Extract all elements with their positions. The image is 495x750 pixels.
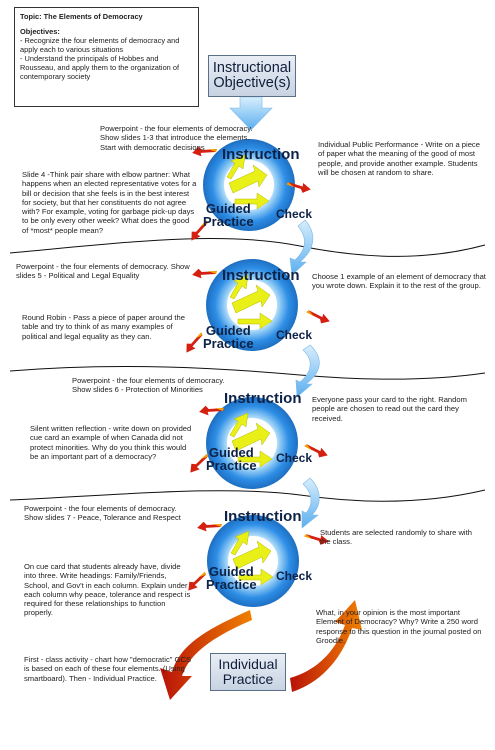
instructional-objectives-box: Instructional Objective(s) xyxy=(208,55,296,97)
section-divider-1 xyxy=(9,237,486,257)
practice-text: Practice xyxy=(206,576,257,592)
objective-item: - Recognize the four elements of democra… xyxy=(20,36,180,54)
instruction-label: Instruction xyxy=(224,390,302,407)
objectives-heading: Objectives: xyxy=(20,27,60,36)
check-label: Check xyxy=(276,207,313,221)
guided-practice-label: Guided Practice xyxy=(203,201,254,229)
individual-practice-line1: Individual xyxy=(218,656,278,672)
guided-practice-label: Guided Practice xyxy=(203,323,254,351)
check-label: Check xyxy=(276,569,313,583)
guided-note-3: Silent written reflection - write down o… xyxy=(30,424,192,461)
check-label: Check xyxy=(276,328,313,342)
instruction-label: Instruction xyxy=(222,146,300,163)
check-note-3: Everyone pass your card to the right. Ra… xyxy=(312,395,467,423)
down-arrow-objectives xyxy=(229,96,273,131)
guided-practice-label: Guided Practice xyxy=(206,445,257,473)
guided-text: Guided xyxy=(205,323,251,338)
practice-text: Practice xyxy=(203,335,254,351)
final-left-note: First - class activity - chart how "demo… xyxy=(24,655,192,683)
practice-text: Practice xyxy=(203,213,254,229)
guided-note-4: On cue card that students already have, … xyxy=(24,562,191,618)
check-note-2: Choose 1 example of an element of democr… xyxy=(312,272,486,291)
red-arrow-instruction-2 xyxy=(192,263,217,283)
guided-note-2: Round Robin - Pass a piece of paper arou… xyxy=(22,313,185,341)
big-arrow-right xyxy=(290,600,362,692)
connector-arrow-1 xyxy=(289,219,314,276)
instruction-note-2: Powerpoint - the four elements of democr… xyxy=(16,262,190,281)
section-divider-2 xyxy=(9,365,486,380)
instruction-note-3: Powerpoint - the four elements of democr… xyxy=(72,376,225,395)
practice-text: Practice xyxy=(206,457,257,473)
topic-title: Topic: The Elements of Democracy xyxy=(20,12,143,21)
instruction-label: Instruction xyxy=(224,508,302,525)
instruction-note-4: Powerpoint - the four elements of democr… xyxy=(24,504,181,523)
instruction-note-1: Powerpoint - the four elements of democr… xyxy=(100,124,253,152)
objective-item: - Understand the principals of Hobbes an… xyxy=(20,54,180,81)
objectives-box: Topic: The Elements of Democracy Objecti… xyxy=(14,7,199,107)
final-right-note: What, in your opinion is the most import… xyxy=(316,608,482,645)
check-note-4: Students are selected randomly to share … xyxy=(320,528,472,547)
instructional-objectives-line2: Objective(s) xyxy=(213,75,291,91)
guided-text: Guided xyxy=(208,564,254,579)
connector-arrow-3 xyxy=(301,477,320,529)
guided-text: Guided xyxy=(208,445,254,460)
big-arrow-left xyxy=(160,610,252,700)
individual-practice-line2: Practice xyxy=(222,671,274,687)
check-label: Check xyxy=(276,451,313,465)
instruction-label: Instruction xyxy=(222,267,300,284)
guided-practice-label: Guided Practice xyxy=(206,564,257,592)
instructional-objectives-line1: Instructional xyxy=(212,60,292,76)
individual-practice-box: Individual Practice xyxy=(210,653,286,691)
cycle-ring-4 xyxy=(206,514,300,608)
red-arrow-check-2 xyxy=(306,304,330,330)
guided-note-1: Slide 4 -Think pair share with elbow par… xyxy=(22,170,197,235)
section-divider-3 xyxy=(9,489,486,502)
connector-arrow-2 xyxy=(295,344,320,398)
guided-text: Guided xyxy=(205,201,251,216)
check-note-1: Individual Public Performance - Write on… xyxy=(318,140,480,177)
